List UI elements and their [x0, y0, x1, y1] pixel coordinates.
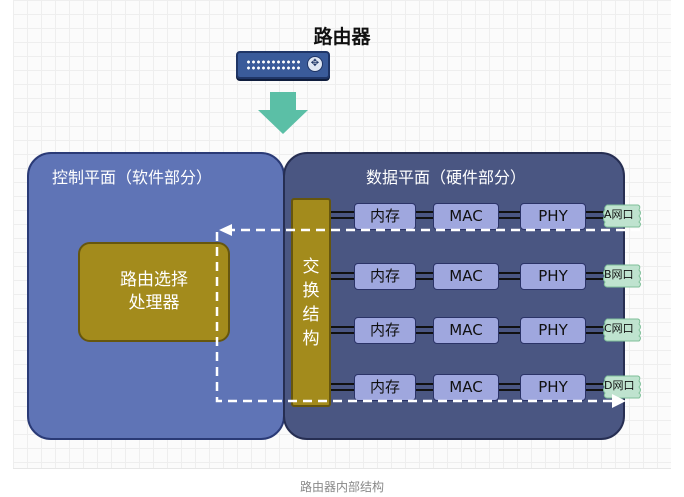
phy-module: PHY — [520, 374, 586, 401]
switch-fabric-char: 构 — [302, 328, 320, 349]
port-label: C网口 — [604, 322, 634, 335]
router-ports — [246, 59, 302, 71]
mac-module: MAC — [433, 263, 499, 290]
phy-module: PHY — [520, 263, 586, 290]
outbound-arrowhead-icon — [612, 394, 626, 408]
link-memory-mac — [416, 383, 434, 391]
control-plane-title: 控制平面（软件部分） — [52, 168, 213, 187]
link-mac-phy — [499, 272, 521, 280]
link-memory-mac — [416, 211, 434, 219]
router-knob: ✥ — [307, 56, 323, 72]
switch-fabric-char: 结 — [302, 304, 320, 325]
link-memory-mac — [416, 272, 434, 280]
memory-module: 内存 — [354, 263, 416, 290]
port-cloud-icon — [603, 204, 641, 228]
data-plane-title: 数据平面（硬件部分） — [366, 168, 527, 187]
link-phy-port — [586, 326, 604, 334]
link-fabric-memory — [331, 211, 355, 219]
link-memory-mac — [416, 326, 434, 334]
routing-processor: 路由选择 处理器 — [78, 242, 230, 342]
port-cloud-icon — [603, 264, 641, 288]
phy-module: PHY — [520, 203, 586, 230]
link-fabric-memory — [331, 326, 355, 334]
port-label: D网口 — [604, 379, 635, 392]
link-mac-phy — [499, 211, 521, 219]
link-mac-phy — [499, 383, 521, 391]
switch-fabric-char: 交 — [302, 256, 320, 277]
memory-module: 内存 — [354, 374, 416, 401]
switch-fabric: 交 换 结 构 — [291, 198, 331, 407]
link-phy-port — [586, 211, 604, 219]
inbound-arrowhead-icon — [219, 224, 232, 236]
link-phy-port — [586, 383, 604, 391]
port-label: B网口 — [604, 268, 634, 281]
router-icon: ✥ — [236, 51, 330, 79]
port-cloud-icon — [603, 318, 641, 342]
mac-module: MAC — [433, 374, 499, 401]
phy-module: PHY — [520, 317, 586, 344]
memory-module: 内存 — [354, 317, 416, 344]
switch-fabric-char: 换 — [302, 280, 320, 301]
routing-processor-line2: 处理器 — [128, 293, 180, 313]
port-cloud-icon — [603, 375, 641, 399]
down-arrow-icon — [258, 92, 308, 134]
port-label: A网口 — [604, 208, 634, 221]
link-fabric-memory — [331, 272, 355, 280]
router-title: 路由器 — [313, 26, 371, 48]
figure-caption: 路由器内部结构 — [299, 480, 384, 494]
link-phy-port — [586, 272, 604, 280]
mac-module: MAC — [433, 317, 499, 344]
link-fabric-memory — [331, 383, 355, 391]
outbound-dashed-line — [215, 232, 612, 403]
link-mac-phy — [499, 326, 521, 334]
routing-processor-line1: 路由选择 — [120, 270, 188, 290]
